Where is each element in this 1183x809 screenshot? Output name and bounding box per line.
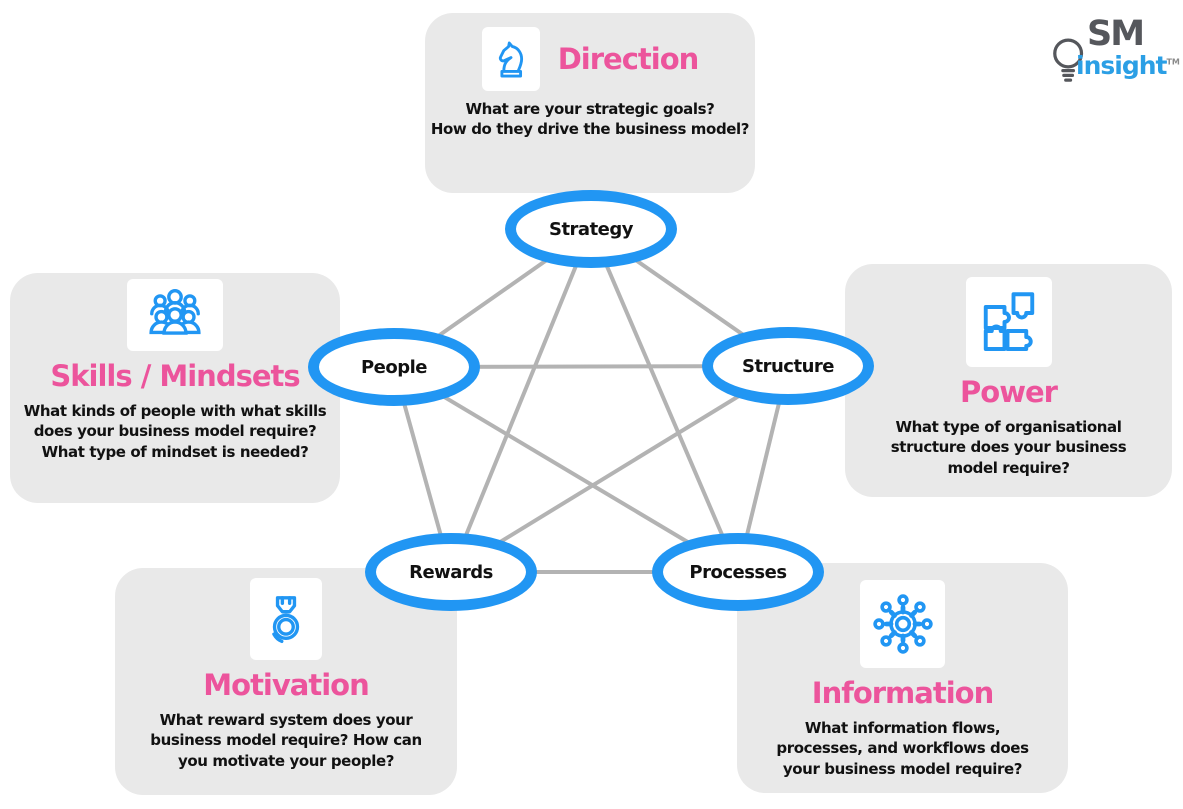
award-medal-icon xyxy=(250,578,322,660)
chess-knight-icon xyxy=(481,27,540,91)
logo-trademark: TM xyxy=(1166,57,1180,67)
card-information-title: Information xyxy=(811,676,994,710)
node-people-label: People xyxy=(360,356,428,378)
card-direction: Direction What are your strategic goals?… xyxy=(425,13,755,193)
card-skills-title: Skills / Mindsets xyxy=(50,359,300,393)
card-motivation: Motivation What reward system does your … xyxy=(115,568,457,795)
card-direction-text: What are your strategic goals? How do th… xyxy=(430,100,750,139)
node-strategy-label: Strategy xyxy=(548,218,634,240)
node-structure: Structure xyxy=(702,327,874,405)
card-motivation-title: Motivation xyxy=(203,668,369,702)
card-power-title: Power xyxy=(960,375,1058,409)
logo-insight-word: insight xyxy=(1076,51,1167,80)
card-direction-title: Direction xyxy=(557,42,700,76)
people-group-icon xyxy=(127,279,223,351)
node-rewards-label: Rewards xyxy=(409,561,493,583)
logo-sm-text: SM xyxy=(1087,14,1145,54)
node-rewards: Rewards xyxy=(365,533,537,611)
node-strategy: Strategy xyxy=(505,190,677,268)
connected-gear-icon xyxy=(860,580,945,668)
card-information-text: What information flows, processes, and w… xyxy=(776,719,1029,778)
node-processes: Processes xyxy=(652,533,824,611)
logo-insight-text: insightTM xyxy=(1076,51,1180,80)
node-processes-label: Processes xyxy=(689,561,787,583)
card-direction-header: Direction xyxy=(425,27,755,91)
card-motivation-text: What reward system does your business mo… xyxy=(150,711,422,770)
lightbulb-icon xyxy=(1050,34,1092,96)
card-power: Power What type of organisational struct… xyxy=(845,264,1172,497)
puzzle-pieces-icon xyxy=(965,277,1052,367)
node-people: People xyxy=(308,328,480,406)
sm-insight-logo: SM insightTM xyxy=(1050,14,1182,104)
card-power-text: What type of organisational structure do… xyxy=(890,418,1127,477)
card-skills-text: What kinds of people with what skills do… xyxy=(23,402,327,461)
card-skills-mindsets: Skills / Mindsets What kinds of people w… xyxy=(10,273,340,503)
node-structure-label: Structure xyxy=(742,355,834,377)
